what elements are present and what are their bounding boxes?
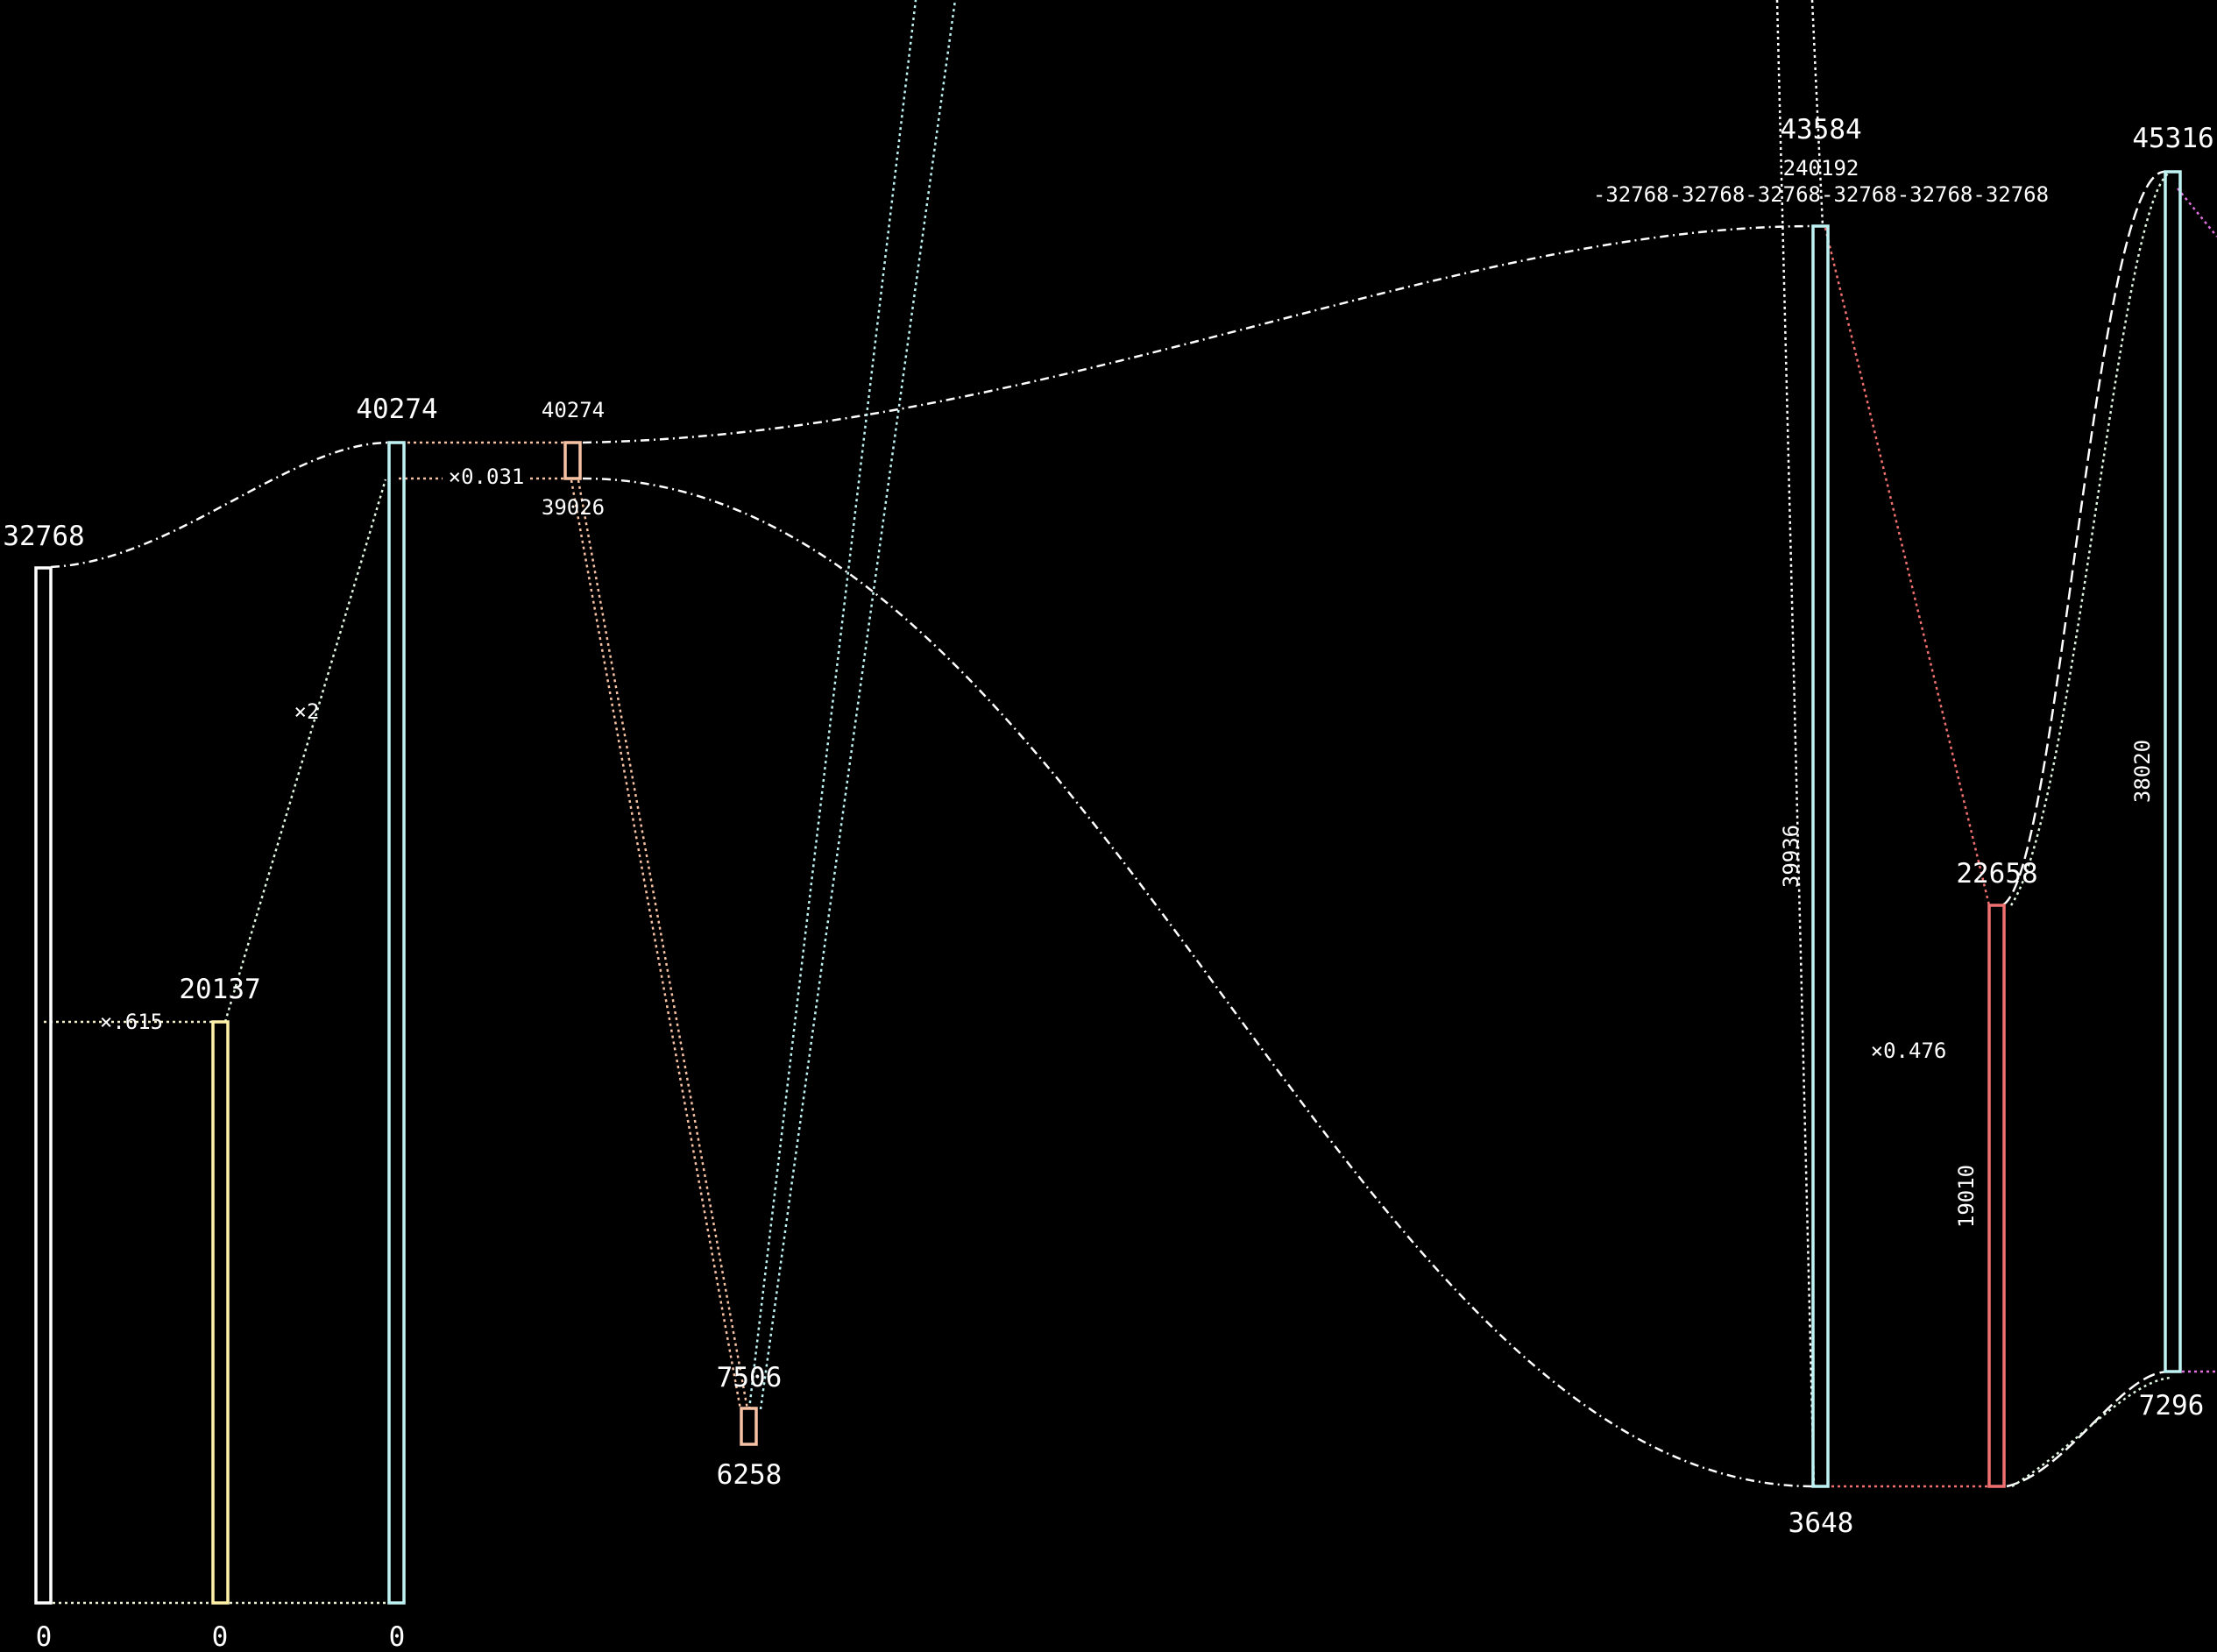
node-45316-bottom-label: 7296 <box>2139 1390 2205 1422</box>
node-32768-bottom-label: 0 <box>36 1621 53 1648</box>
node-22658-side-label: 19010 <box>1954 1165 1979 1228</box>
labels: 32768 0 20137 0 40274 0 40274 39026 7506… <box>3 114 2213 1652</box>
node-40274-top-label: 40274 <box>356 394 437 425</box>
node-43584-side-label: 39936 <box>1779 825 1803 888</box>
node-32768-bar[interactable] <box>34 566 53 1605</box>
node-small1-top-label: 40274 <box>542 398 605 422</box>
node-40274-bottom-label: 0 <box>389 1621 406 1648</box>
node-32768-top-label: 32768 <box>3 521 84 552</box>
node-20137-bottom-label: 0 <box>212 1621 229 1648</box>
edge-small2-up-b <box>759 0 957 1410</box>
node-22658-bar[interactable] <box>1987 904 2006 1488</box>
node-small2-bar[interactable] <box>740 1407 758 1446</box>
edge-small2-up-a <box>747 0 917 1410</box>
node-small1-bar[interactable] <box>563 441 582 480</box>
edge-22658-to-45316-b <box>2009 170 2174 906</box>
node-45316-top-label: 45316 <box>2132 123 2213 154</box>
node-45316-bar[interactable] <box>2164 170 2182 1373</box>
node-43584-bar[interactable] <box>1811 224 1830 1488</box>
edge-22658-bottom-to-45316-b <box>2011 1376 2172 1488</box>
edge-45316-out-top <box>2177 188 2217 238</box>
edge-small1-to-small2-a <box>570 479 742 1410</box>
node-small2-bottom-label: 6258 <box>717 1459 783 1491</box>
edge-small1-to-43584 <box>582 224 1815 444</box>
node-43584-sub-label-1: 240192 <box>1783 156 1859 181</box>
node-43584-sub-label-2: -32768-32768-32768-32768-32768-32768 <box>1593 182 2049 207</box>
edge-label-mult-615: ×.615 <box>100 1010 163 1034</box>
edge-43584-to-22658 <box>1824 227 1991 906</box>
edge-small1-to-small2-b <box>577 479 749 1410</box>
node-43584-bottom-label: 3648 <box>1788 1507 1854 1539</box>
edge-22658-to-45316-a <box>2001 170 2165 907</box>
edge-top-into-43584-b <box>1810 0 1824 227</box>
node-45316-side-label: 38020 <box>2130 740 2155 803</box>
edge-32768-to-40274 <box>50 441 391 569</box>
edges <box>44 0 2217 1605</box>
edge-22658-bottom-to-45316-a <box>2006 1370 2170 1488</box>
edge-20137-to-40274 <box>223 479 387 1023</box>
node-small1-bottom-label: 39026 <box>542 495 605 520</box>
node-43584-top-label: 43584 <box>1780 114 1861 145</box>
node-small2-top-label: 7506 <box>717 1362 783 1393</box>
edge-label-mult-0476: ×0.476 <box>1871 1039 1947 1063</box>
node-22658-top-label: 22658 <box>1956 858 2037 890</box>
node-20137-bar[interactable] <box>211 1020 230 1605</box>
edge-label-mult-0031: ×0.031 <box>449 464 525 489</box>
edge-small1-to-43584-bottom <box>582 477 1815 1488</box>
node-20137-top-label: 20137 <box>179 974 260 1005</box>
node-40274-bar[interactable] <box>387 441 406 1605</box>
nodes <box>34 170 2182 1605</box>
edge-top-into-43584-a <box>1775 0 1816 1487</box>
edge-label-mult-2: ×2 <box>294 699 320 724</box>
